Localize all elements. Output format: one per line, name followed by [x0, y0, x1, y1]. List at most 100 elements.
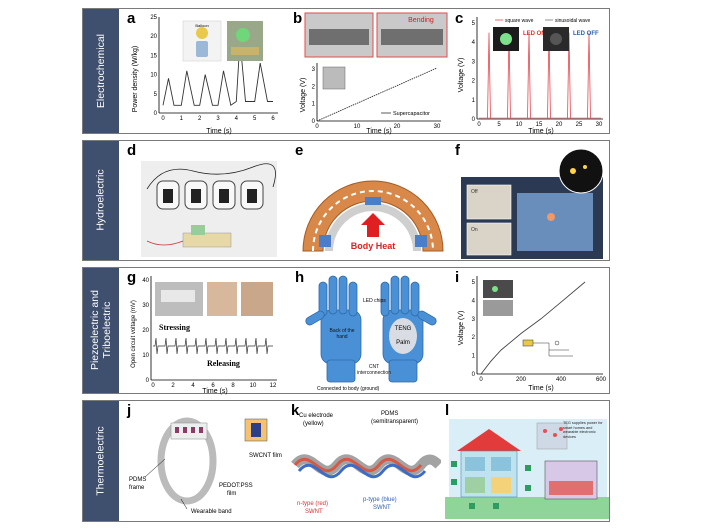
- svg-text:Cu electrode: Cu electrode: [299, 413, 334, 419]
- svg-text:Connected to body (ground): Connected to body (ground): [317, 386, 380, 392]
- x-tick-label: 10: [354, 124, 361, 130]
- y-tick-label: 0: [472, 372, 476, 378]
- svg-text:LED OFF: LED OFF: [573, 31, 599, 37]
- arch-diagram: Body Heat: [302, 180, 444, 252]
- x-tick-label: 600: [596, 377, 607, 383]
- svg-text:Off: Off: [471, 189, 478, 195]
- y-tick-label: 4: [472, 298, 476, 304]
- x-tick-label: 2: [198, 116, 202, 122]
- x-axis-label: Time (s): [528, 385, 553, 392]
- svg-text:PDMS: PDMS: [381, 411, 398, 417]
- y-tick-label: 2: [472, 335, 476, 341]
- y-tick-label: 3: [472, 59, 476, 65]
- y-tick-label: 40: [142, 278, 149, 284]
- x-tick-label: 30: [596, 122, 603, 128]
- x-tick-label: 25: [576, 122, 583, 128]
- svg-text:Balloon: Balloon: [195, 23, 208, 28]
- x-tick-label: 10: [250, 383, 257, 389]
- row-thermoelectric: Thermoelectric j SWCNT film PDMS frame P…: [82, 400, 610, 522]
- svg-text:PDMS: PDMS: [129, 477, 146, 483]
- y-tick-label: 5: [154, 92, 158, 98]
- x-tick-label: 200: [516, 377, 527, 383]
- device-photo: Off On: [461, 148, 604, 259]
- wearable-band-diagram: SWCNT film PDMS frame PEDOT:PSS film Wea…: [129, 417, 282, 515]
- svg-text:film: film: [227, 491, 236, 497]
- y-tick-label: 10: [142, 353, 149, 359]
- svg-text:Palm: Palm: [396, 340, 410, 346]
- svg-text:p-type (blue): p-type (blue): [363, 497, 397, 503]
- panel-d: d: [123, 141, 283, 262]
- x-tick-label: 2: [171, 383, 175, 389]
- svg-text:SWNT: SWNT: [373, 505, 391, 511]
- y-tick-label: 0: [472, 117, 476, 123]
- hydro-cells-photo: [141, 161, 277, 257]
- body-heat-label: Body Heat: [351, 241, 396, 251]
- x-tick-label: 6: [211, 383, 215, 389]
- row-label: Electrochemical: [83, 9, 119, 133]
- y-tick-label: 5: [472, 21, 476, 27]
- panel-k: k Cu electrode (yellow) PDMS (semitransp…: [291, 401, 443, 523]
- x-tick-label: 1: [180, 116, 184, 122]
- house-roof-icon: [457, 429, 521, 451]
- panel-l: l TEG supplies power for smart homes and…: [445, 401, 609, 523]
- x-tick-label: 0: [161, 116, 165, 122]
- y-tick-label: 30: [142, 303, 149, 309]
- row-electrochemical: Electrochemical a Power density (W/kg) 0…: [82, 8, 610, 135]
- panel-j: j SWCNT film PDMS frame PEDOT:PSS film W…: [123, 401, 283, 523]
- svg-text:(semitransparent): (semitransparent): [371, 419, 418, 425]
- svg-text:Bending: Bending: [408, 17, 434, 24]
- y-tick-label: 5: [472, 280, 476, 286]
- svg-text:TENG: TENG: [395, 326, 412, 332]
- panel-letter: a: [127, 10, 136, 27]
- smart-home-diagram: TEG supplies power for smart homes and w…: [445, 419, 609, 519]
- x-tick-label: 0: [479, 377, 483, 383]
- x-tick-label: 6: [271, 116, 275, 122]
- legend-label: square wave: [505, 18, 534, 24]
- panel-f: f Off On: [453, 141, 609, 262]
- heat-arrow-icon: [361, 213, 385, 237]
- panel-letter: c: [455, 10, 464, 27]
- glove-diagram: TENG Palm LED chips Back of the hand CNT…: [305, 275, 437, 392]
- y-tick-label: 4: [472, 40, 476, 46]
- series-line: [153, 337, 273, 355]
- y-axis-label: Voltage (V): [458, 311, 465, 346]
- x-axis-label: Time (s): [202, 388, 227, 395]
- x-tick-label: 4: [235, 116, 239, 122]
- svg-text:LED chips: LED chips: [363, 298, 386, 304]
- x-tick-label: 20: [556, 122, 563, 128]
- x-tick-label: 3: [216, 116, 220, 122]
- calculator-inset: [322, 66, 346, 90]
- row-hydroelectric: Hydroelectric d e B: [82, 140, 610, 261]
- svg-text:Releasing: Releasing: [207, 359, 240, 368]
- y-tick-label: 3: [472, 317, 476, 323]
- x-tick-label: 5: [253, 116, 257, 122]
- y-tick-label: 1: [472, 354, 476, 360]
- y-tick-label: 2: [312, 84, 316, 90]
- y-tick-label: 1: [312, 102, 316, 108]
- y-tick-label: 15: [150, 53, 157, 59]
- y-tick-label: 10: [150, 73, 157, 79]
- peak: [587, 32, 591, 120]
- circuit-inset: [522, 339, 573, 357]
- x-tick-label: 0: [315, 124, 319, 130]
- y-tick-label: 0: [146, 378, 150, 384]
- legend-label: sinusoidal wave: [555, 18, 591, 24]
- svg-text:Wearable band: Wearable band: [191, 509, 232, 515]
- y-tick-label: 0: [312, 119, 316, 125]
- y-tick-label: 0: [154, 111, 158, 117]
- x-axis-label: Time (s): [206, 128, 231, 135]
- y-axis-label: Voltage (V): [458, 58, 465, 93]
- svg-text:PEDOT:PSS: PEDOT:PSS: [219, 483, 253, 489]
- panel-h: h TENG Palm LED: [291, 268, 451, 395]
- x-axis-label: Time (s): [366, 128, 391, 135]
- y-tick-label: 20: [150, 34, 157, 40]
- svg-text:frame: frame: [129, 485, 145, 491]
- peak: [527, 32, 531, 120]
- y-tick-label: 2: [472, 79, 476, 85]
